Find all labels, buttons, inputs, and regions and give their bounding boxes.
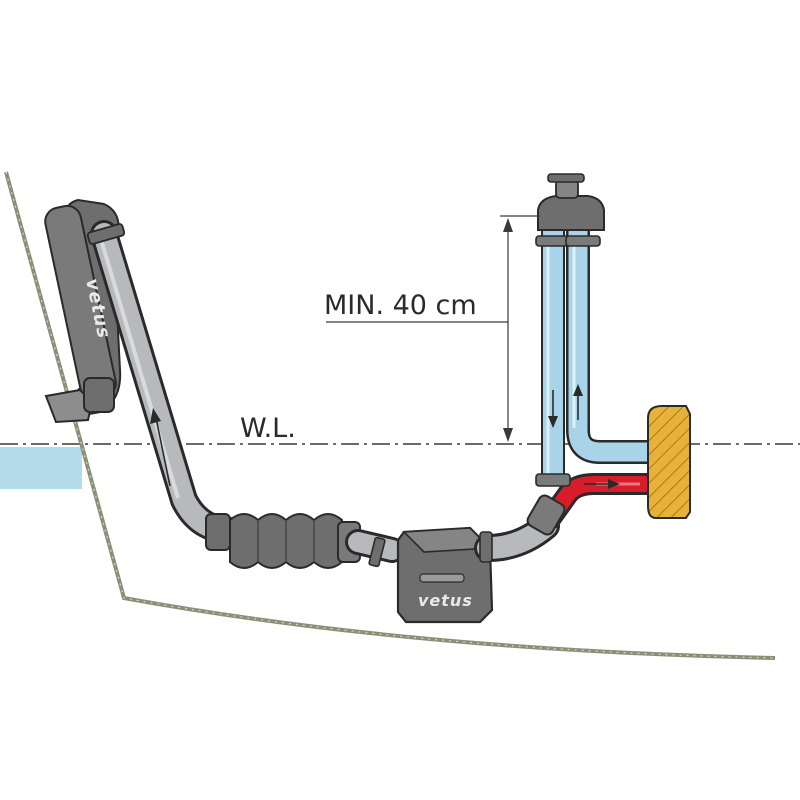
muffler-brand-logo: vetus [418, 591, 473, 610]
waterlock-muffler: vetus [396, 526, 494, 624]
clamp-downleg-top [535, 235, 571, 247]
hot-exhaust-pipe [539, 473, 648, 529]
muffler-outlet-hose [474, 512, 560, 563]
flow-arrow-up-icon [150, 408, 171, 487]
anti-siphon-valve [537, 173, 605, 231]
hose-clamp-top [86, 223, 126, 245]
flow-arrow-up-cooling-icon [573, 384, 583, 420]
corrugated-hose [205, 513, 361, 569]
height-dimension [326, 215, 540, 442]
injection-elbow [526, 494, 566, 536]
waterline-label: W.L. [240, 413, 296, 444]
muffler-inlet-hose [345, 529, 405, 568]
hull-outline [4, 171, 776, 660]
cooling-water-loop [541, 229, 648, 481]
dimension-arrow-icon [503, 218, 513, 232]
water-area [0, 447, 82, 489]
height-requirement-label: MIN. 40 cm [324, 290, 477, 321]
clamp-downleg-bottom [535, 473, 571, 487]
engine-block [647, 405, 691, 519]
flow-arrow-right-exhaust-icon [584, 479, 620, 489]
flow-arrow-down-icon [548, 390, 558, 428]
hull-outlet-fitting [44, 377, 115, 424]
clamp-upleg-top [565, 235, 601, 247]
